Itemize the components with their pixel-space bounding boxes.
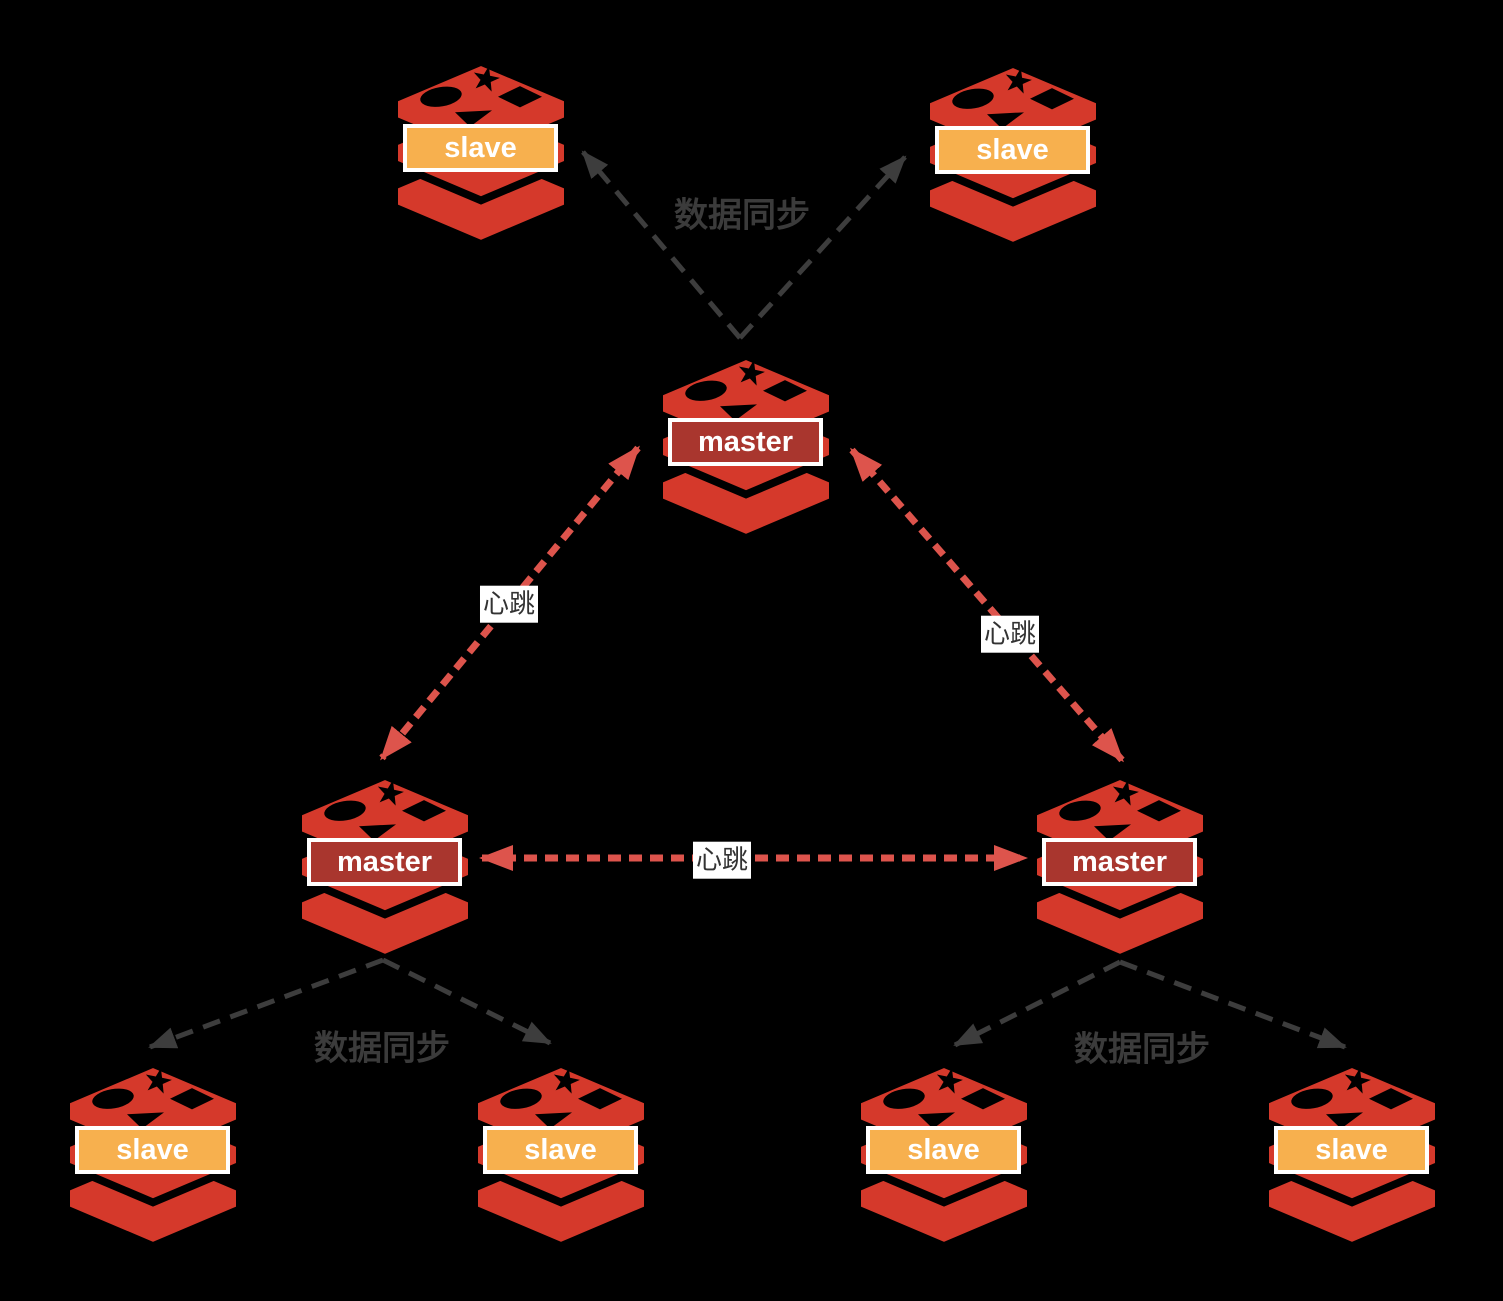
star-icon — [1112, 780, 1139, 806]
triangle-icon — [127, 1112, 164, 1129]
triangle-icon — [987, 112, 1024, 129]
triangle-icon — [455, 110, 492, 127]
star-icon — [377, 780, 404, 806]
star-icon — [936, 1068, 963, 1094]
node-label: slave — [935, 126, 1090, 174]
ellipse-icon — [92, 1088, 134, 1109]
sync-left-master-to-bottom-slave-1 — [148, 957, 384, 1050]
node-master-left: master — [294, 772, 476, 958]
diamond-icon — [170, 1088, 214, 1110]
diamond-icon — [1369, 1088, 1413, 1110]
ellipse-icon — [324, 800, 366, 821]
diamond-icon — [578, 1088, 622, 1110]
diamond-icon — [763, 380, 807, 402]
triangle-icon — [1326, 1112, 1363, 1129]
star-icon — [1344, 1068, 1371, 1094]
star-icon — [553, 1068, 580, 1094]
diamond-icon — [1137, 800, 1181, 822]
ellipse-icon — [952, 88, 994, 109]
sync-left-master-to-bottom-slave-2 — [381, 957, 552, 1046]
sync-right-master-to-bottom-slave-3 — [953, 959, 1122, 1048]
ellipse-icon — [500, 1088, 542, 1109]
triangle-icon — [720, 404, 757, 421]
sync-center-master-to-top-right-slave — [738, 155, 907, 340]
edge-label-heartbeat-1: 心跳 — [479, 585, 539, 623]
node-label: slave — [1274, 1126, 1429, 1174]
star-icon — [1005, 68, 1032, 94]
node-label: slave — [483, 1126, 638, 1174]
node-label: master — [1042, 838, 1197, 886]
sync-center-master-to-top-left-slave — [581, 150, 742, 340]
node-slave-top-left: slave — [390, 58, 572, 244]
triangle-icon — [535, 1112, 572, 1129]
ellipse-icon — [883, 1088, 925, 1109]
edge-label-sync-0: 数据同步 — [674, 196, 810, 235]
triangle-icon — [1094, 824, 1131, 841]
edge-label-heartbeat-3: 心跳 — [692, 841, 752, 879]
ellipse-icon — [685, 380, 727, 401]
diamond-icon — [961, 1088, 1005, 1110]
node-label: slave — [866, 1126, 1021, 1174]
node-label: slave — [403, 124, 558, 172]
node-slave-top-right: slave — [922, 60, 1104, 246]
node-slave-bottom-3: slave — [853, 1060, 1035, 1246]
node-slave-bottom-1: slave — [62, 1060, 244, 1246]
diamond-icon — [498, 86, 542, 108]
node-slave-bottom-4: slave — [1261, 1060, 1443, 1246]
diamond-icon — [1030, 88, 1074, 110]
node-label: slave — [75, 1126, 230, 1174]
triangle-icon — [359, 824, 396, 841]
ellipse-icon — [1291, 1088, 1333, 1109]
star-icon — [145, 1068, 172, 1094]
node-master-right: master — [1029, 772, 1211, 958]
star-icon — [473, 66, 500, 92]
diamond-icon — [402, 800, 446, 822]
node-label: master — [307, 838, 462, 886]
edge-label-heartbeat-2: 心跳 — [980, 615, 1040, 653]
triangle-icon — [918, 1112, 955, 1129]
star-icon — [738, 360, 765, 386]
edge-label-sync-5: 数据同步 — [1074, 1030, 1210, 1069]
edge-label-sync-4: 数据同步 — [314, 1029, 450, 1068]
node-master-center: master — [655, 352, 837, 538]
node-label: master — [668, 418, 823, 466]
redis-database-icon — [1261, 1060, 1443, 1246]
sync-right-master-to-bottom-slave-4 — [1119, 959, 1347, 1050]
heartbeat-center-master-right-master — [849, 447, 1125, 763]
ellipse-icon — [420, 86, 462, 107]
node-slave-bottom-2: slave — [470, 1060, 652, 1246]
ellipse-icon — [1059, 800, 1101, 821]
